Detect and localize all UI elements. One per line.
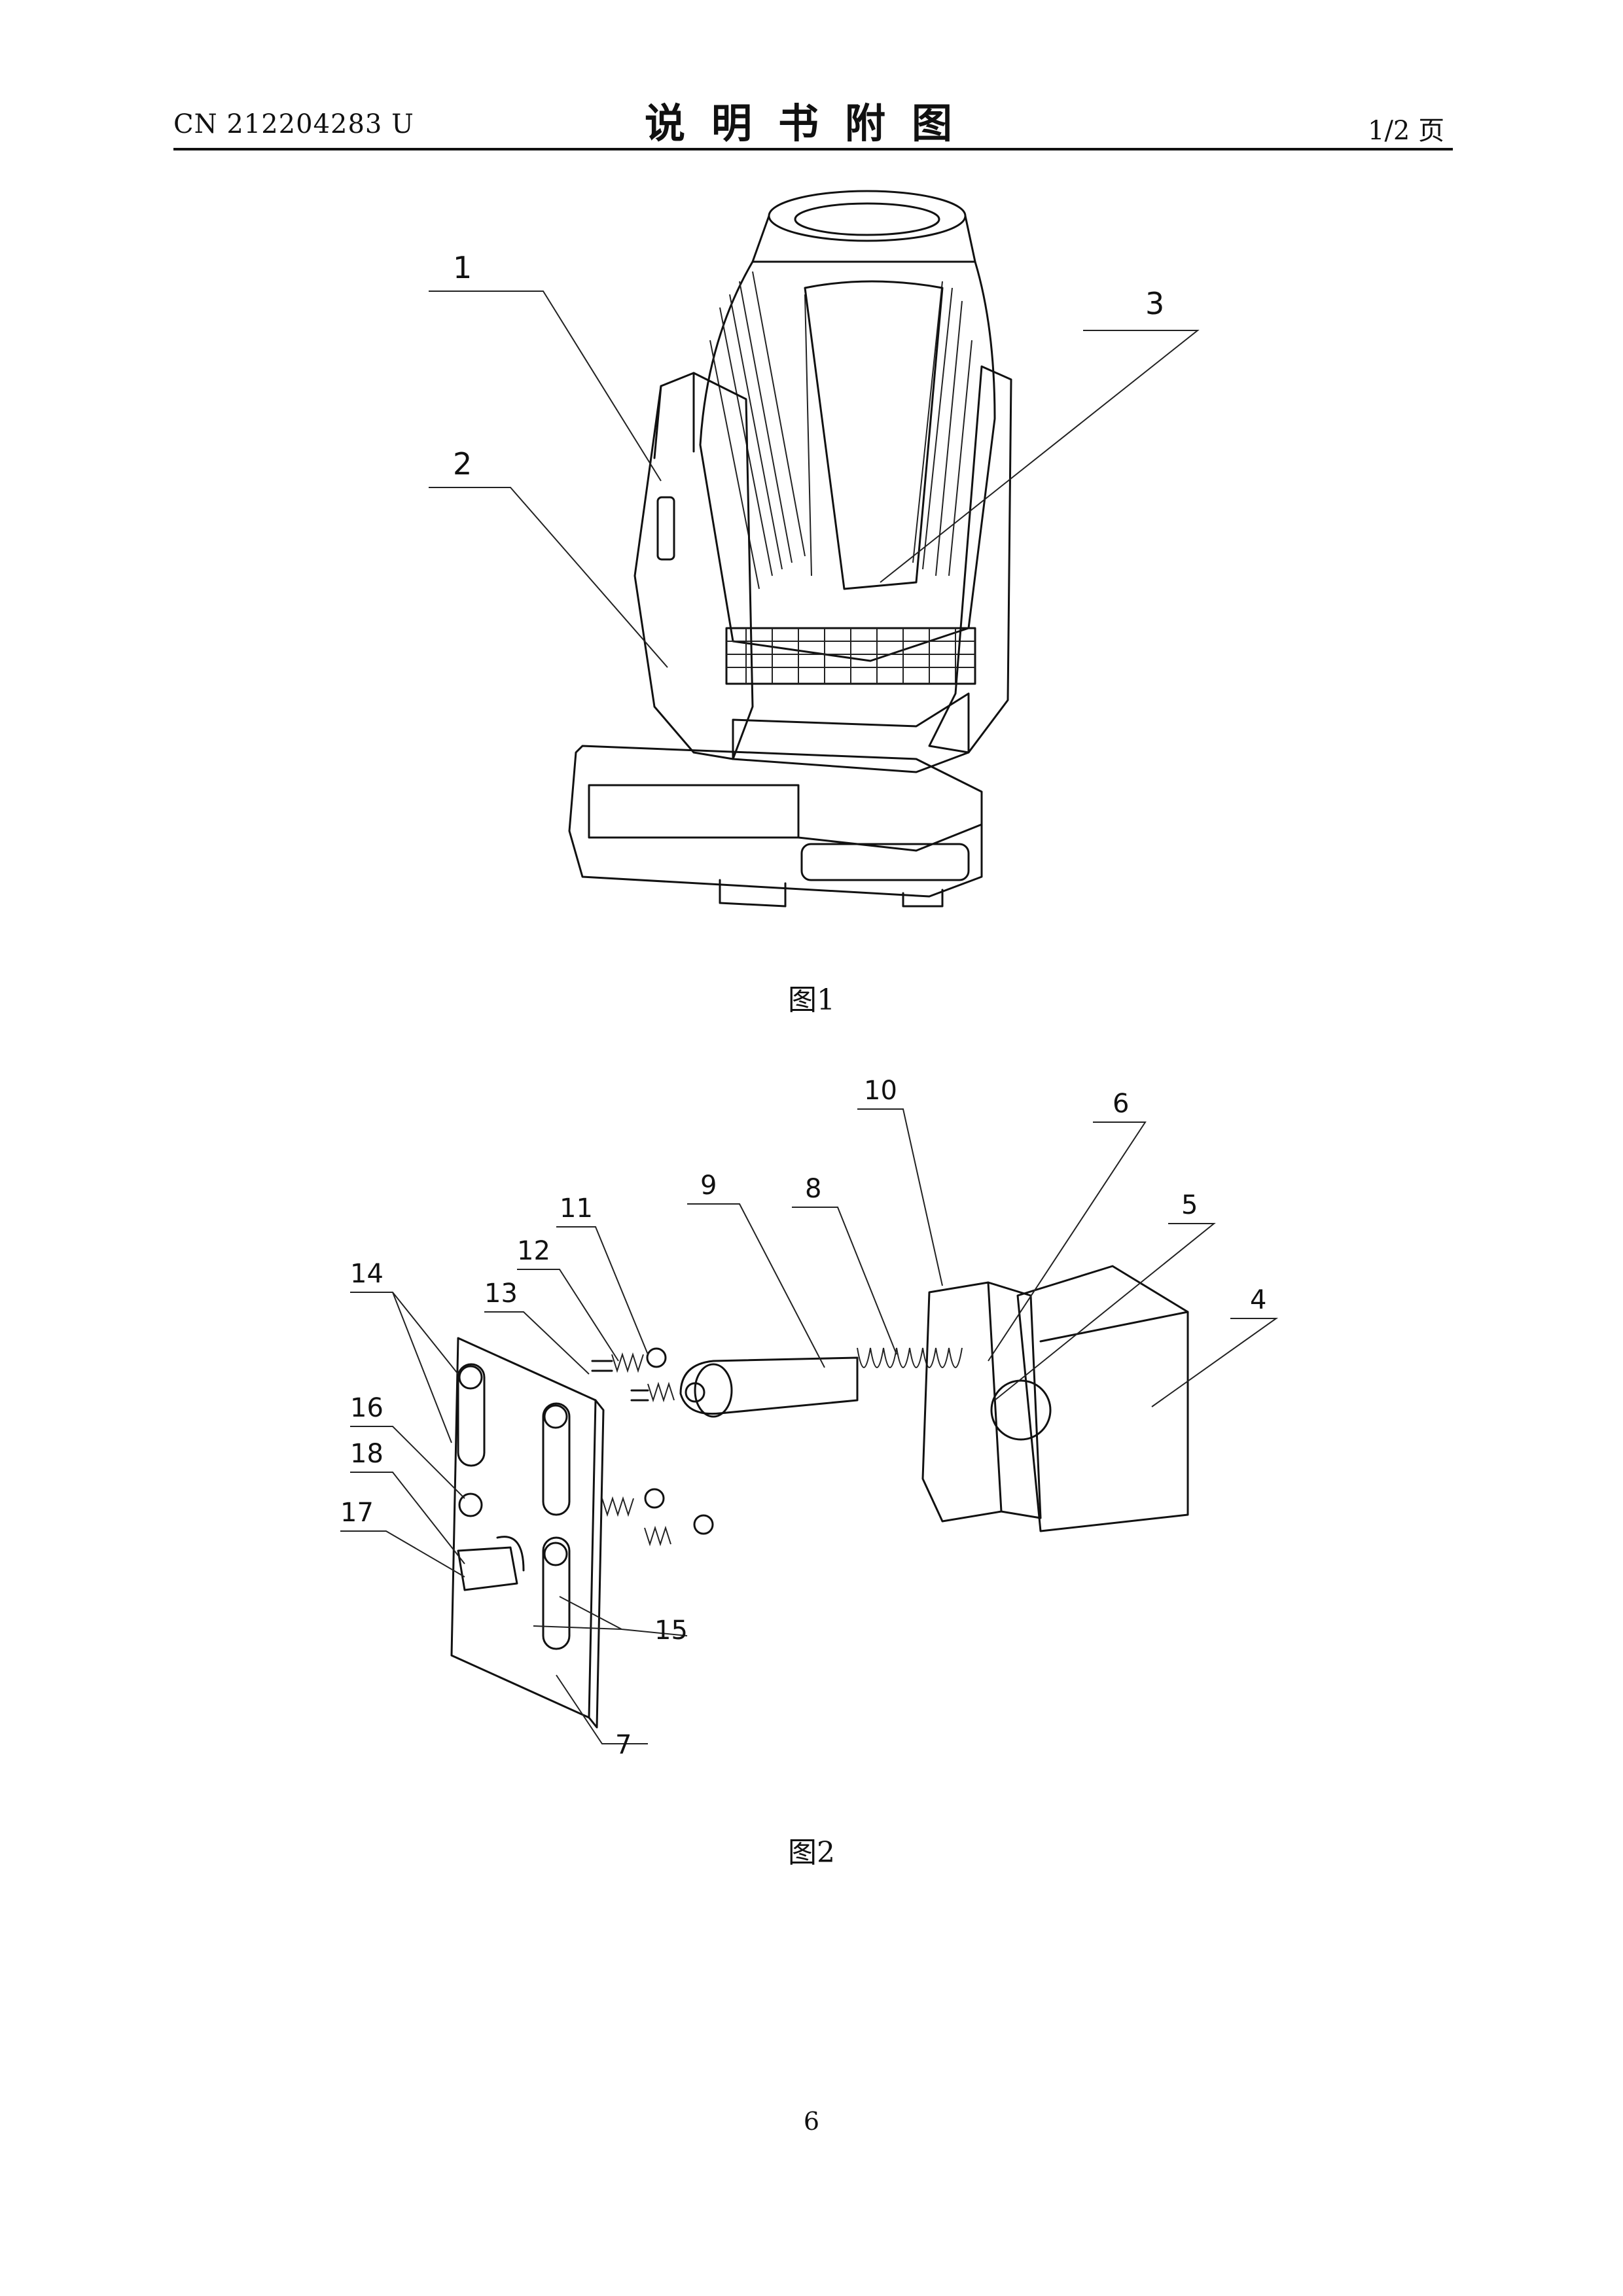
leader-11 [556, 1226, 649, 1355]
label-7: 7 [615, 1730, 632, 1760]
label-2: 2 [453, 446, 472, 482]
label-17: 17 [340, 1498, 374, 1528]
yoke-handle-shape [656, 496, 675, 561]
label-1: 1 [453, 250, 472, 285]
figure-2-drawing: 10 6 5 4 9 8 11 12 13 14 16 18 17 15 7 [340, 1076, 1279, 1760]
label-13: 13 [484, 1279, 518, 1309]
leader-14 [350, 1292, 459, 1443]
leader-17 [340, 1530, 465, 1578]
label-18: 18 [350, 1439, 383, 1469]
leader-2 [429, 487, 668, 668]
leader-5 [994, 1223, 1216, 1401]
label-14: 14 [350, 1259, 383, 1289]
label-4: 4 [1250, 1285, 1266, 1315]
moving-head-light-illustration [568, 190, 1012, 908]
header-rule [173, 148, 1453, 150]
leader-6 [988, 1122, 1147, 1362]
leader-8 [792, 1207, 897, 1355]
label-6: 6 [1113, 1089, 1129, 1119]
leader-13 [484, 1311, 590, 1375]
page-counter: 1/2 页 [1368, 116, 1445, 146]
figure-1-caption: 图1 [788, 983, 835, 1017]
label-12: 12 [517, 1236, 550, 1266]
leader-4 [1151, 1318, 1279, 1407]
label-10: 10 [864, 1076, 897, 1106]
label-15: 15 [654, 1616, 688, 1646]
leader-15 [533, 1596, 688, 1636]
label-8: 8 [805, 1174, 821, 1204]
leader-7 [556, 1674, 648, 1744]
page-title: 说明书附图 [644, 99, 978, 147]
leader-18 [350, 1472, 465, 1564]
label-16: 16 [350, 1393, 383, 1423]
label-3: 3 [1145, 286, 1164, 321]
leader-10 [857, 1108, 943, 1286]
label-11: 11 [560, 1193, 593, 1224]
exploded-assembly-illustration [450, 1265, 1189, 1729]
leader-9 [687, 1203, 825, 1368]
leader-16 [350, 1426, 465, 1499]
document-number: CN 212204283 U [173, 109, 414, 139]
page-number: 6 [803, 2107, 820, 2136]
figure-1-drawing: 1 2 3 [429, 190, 1200, 908]
label-9: 9 [700, 1171, 717, 1201]
leader-3 [880, 330, 1200, 583]
base-handle-shape [800, 843, 970, 881]
leader-1 [429, 291, 662, 482]
figure-2-caption: 图2 [788, 1836, 835, 1869]
leader-12 [517, 1269, 619, 1362]
label-5: 5 [1181, 1190, 1198, 1220]
